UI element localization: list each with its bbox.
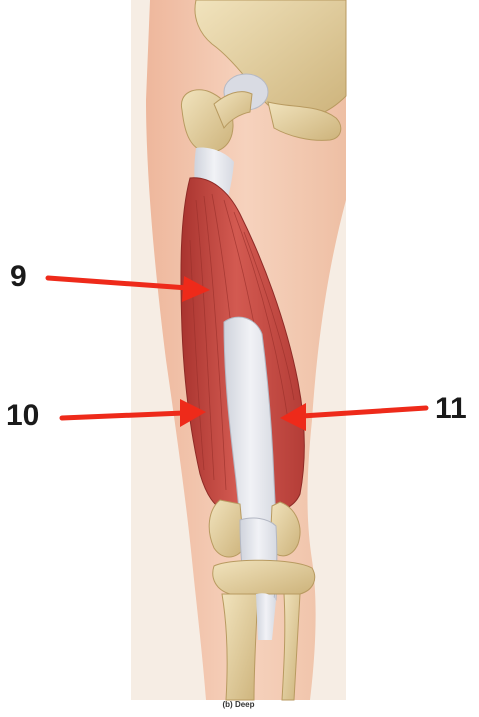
tibia-plateau [213, 560, 315, 594]
femoral-condyle-left [209, 500, 244, 557]
pointer-arrow-9 [48, 276, 210, 302]
callout-label-9: 9 [10, 262, 27, 292]
figure-caption: (b) Deep [131, 700, 346, 709]
pointer-arrow-11 [280, 403, 426, 431]
tibia-shaft [222, 594, 258, 700]
callout-label-11: 11 [435, 394, 467, 424]
callout-label-10: 10 [6, 401, 39, 431]
